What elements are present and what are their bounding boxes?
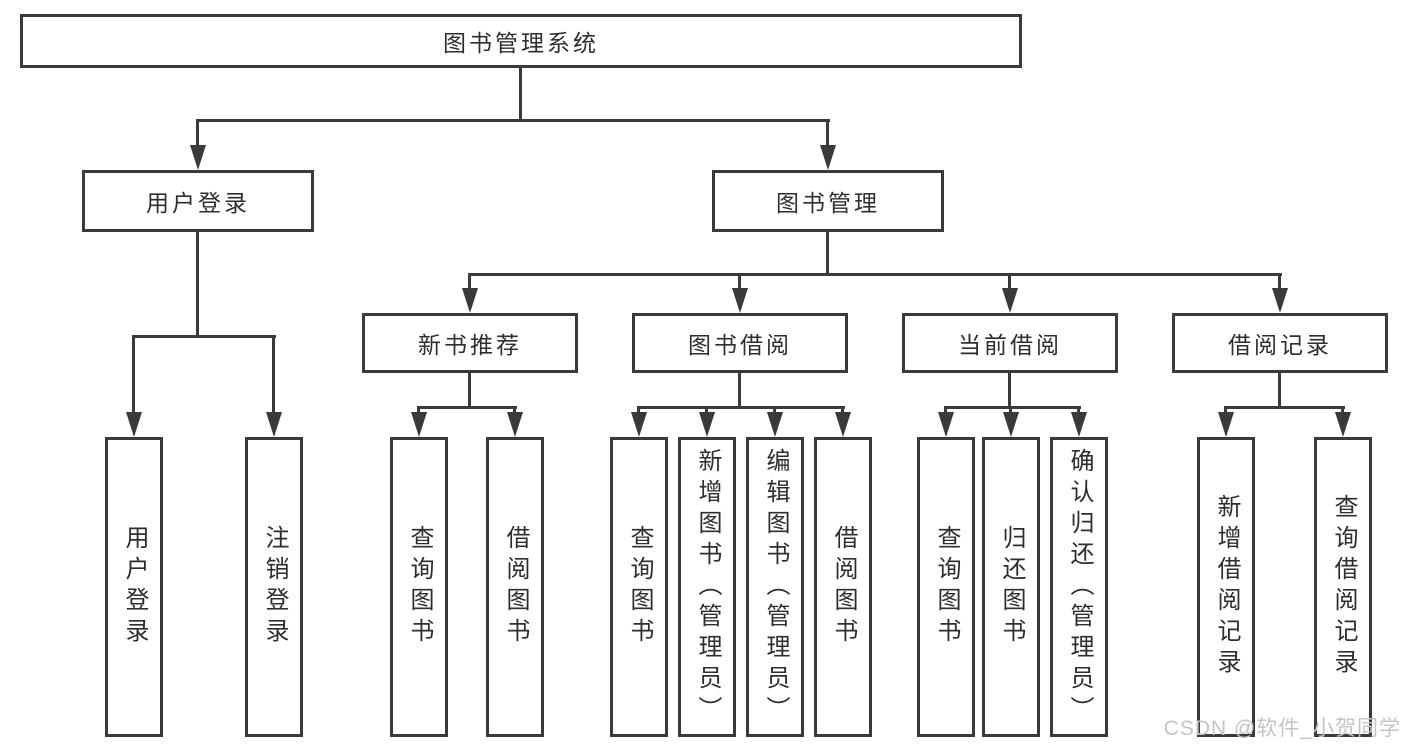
arrowhead-down-icon — [1218, 412, 1234, 437]
arrowhead-down-icon — [699, 412, 715, 437]
connector-line — [738, 273, 741, 291]
connector-line — [417, 406, 517, 409]
connector-line — [196, 119, 199, 149]
node-user-login-label: 用户登录 — [146, 190, 250, 216]
arrowhead-down-icon — [126, 412, 142, 437]
leaf-borrow-add-book-admin-label: 新增图书（管理员） — [694, 447, 721, 727]
node-root: 图书管理系统 — [20, 14, 1022, 68]
arrowhead-down-icon — [732, 288, 748, 313]
connector-line — [519, 68, 522, 120]
connector-line — [738, 373, 741, 408]
arrowhead-down-icon — [190, 145, 206, 170]
arrowhead-down-icon — [266, 412, 282, 437]
node-book-borrowing: 图书借阅 — [632, 313, 848, 373]
connector-line — [1278, 373, 1281, 408]
leaf-logout-label: 注销登录 — [261, 525, 288, 649]
connector-line — [468, 373, 471, 408]
arrowhead-down-icon — [462, 288, 478, 313]
leaf-records-query-record-label: 查询借阅记录 — [1330, 494, 1357, 680]
arrowhead-down-icon — [507, 412, 523, 437]
leaf-newbooks-query-books-label: 查询图书 — [406, 525, 433, 649]
leaf-current-query-books: 查询图书 — [917, 437, 975, 737]
node-borrowing-records: 借阅记录 — [1172, 313, 1388, 373]
leaf-borrow-borrow-books: 借阅图书 — [814, 437, 872, 737]
node-root-label: 图书管理系统 — [443, 30, 599, 56]
node-book-management-label: 图书管理 — [776, 190, 880, 216]
connector-line — [1008, 373, 1011, 408]
leaf-current-return-books-label: 归还图书 — [998, 525, 1025, 649]
connector-line — [1008, 273, 1011, 291]
connector-line — [132, 335, 135, 415]
connector-line — [196, 232, 199, 337]
leaf-user-login-label: 用户登录 — [121, 525, 148, 649]
arrowhead-down-icon — [1335, 412, 1351, 437]
connector-line — [1341, 406, 1344, 415]
leaf-records-query-record: 查询借阅记录 — [1314, 437, 1372, 737]
leaf-current-confirm-return-admin-label: 确认归还（管理员） — [1066, 447, 1093, 727]
arrowhead-down-icon — [1071, 412, 1087, 437]
node-current-borrowing-label: 当前借阅 — [958, 332, 1062, 358]
connector-line — [1009, 406, 1012, 415]
csdn-watermark: CSDN @软件_小贺同学 — [1163, 717, 1401, 740]
connector-line — [705, 406, 708, 415]
node-user-login: 用户登录 — [82, 170, 314, 232]
leaf-records-add-record-label: 新增借阅记录 — [1213, 494, 1240, 680]
connector-line — [944, 406, 947, 415]
arrowhead-down-icon — [1272, 288, 1288, 313]
connector-line — [826, 232, 829, 275]
leaf-current-return-books: 归还图书 — [982, 437, 1040, 737]
arrowhead-down-icon — [767, 412, 783, 437]
leaf-user-login: 用户登录 — [105, 437, 163, 737]
leaf-newbooks-borrow-books-label: 借阅图书 — [502, 525, 529, 649]
leaf-newbooks-query-books: 查询图书 — [390, 437, 448, 737]
connector-line — [272, 335, 275, 415]
leaf-newbooks-borrow-books: 借阅图书 — [486, 437, 544, 737]
leaf-current-query-books-label: 查询图书 — [933, 525, 960, 649]
connector-line — [417, 406, 420, 415]
arrowhead-down-icon — [1003, 412, 1019, 437]
connector-line — [637, 406, 845, 409]
connector-line — [944, 406, 1081, 409]
node-new-book-recommend-label: 新书推荐 — [418, 332, 522, 358]
node-current-borrowing: 当前借阅 — [902, 313, 1118, 373]
leaf-records-add-record: 新增借阅记录 — [1197, 437, 1255, 737]
arrowhead-down-icon — [631, 412, 647, 437]
connector-line — [132, 335, 276, 338]
arrowhead-down-icon — [411, 412, 427, 437]
arrowhead-down-icon — [938, 412, 954, 437]
leaf-borrow-borrow-books-label: 借阅图书 — [830, 525, 857, 649]
connector-line — [1278, 273, 1281, 291]
connector-line — [826, 119, 829, 149]
node-new-book-recommend: 新书推荐 — [362, 313, 578, 373]
connector-line — [1077, 406, 1080, 415]
connector-line — [637, 406, 640, 415]
leaf-borrow-add-book-admin: 新增图书（管理员） — [678, 437, 736, 737]
leaf-borrow-edit-book-admin-label: 编辑图书（管理员） — [762, 447, 789, 727]
arrowhead-down-icon — [1002, 288, 1018, 313]
connector-line — [513, 406, 516, 415]
connector-line — [196, 119, 830, 122]
leaf-borrow-query-books-label: 查询图书 — [626, 525, 653, 649]
leaf-borrow-edit-book-admin: 编辑图书（管理员） — [746, 437, 804, 737]
connector-line — [468, 273, 471, 291]
leaf-borrow-query-books: 查询图书 — [610, 437, 668, 737]
arrowhead-down-icon — [835, 412, 851, 437]
connector-line — [841, 406, 844, 415]
node-book-management: 图书管理 — [712, 170, 944, 232]
node-borrowing-records-label: 借阅记录 — [1228, 332, 1332, 358]
connector-line — [1224, 406, 1345, 409]
leaf-logout: 注销登录 — [245, 437, 303, 737]
connector-line — [468, 273, 1282, 276]
arrowhead-down-icon — [820, 145, 836, 170]
leaf-current-confirm-return-admin: 确认归还（管理员） — [1050, 437, 1108, 737]
connector-line — [1224, 406, 1227, 415]
connector-line — [773, 406, 776, 415]
node-book-borrowing-label: 图书借阅 — [688, 332, 792, 358]
